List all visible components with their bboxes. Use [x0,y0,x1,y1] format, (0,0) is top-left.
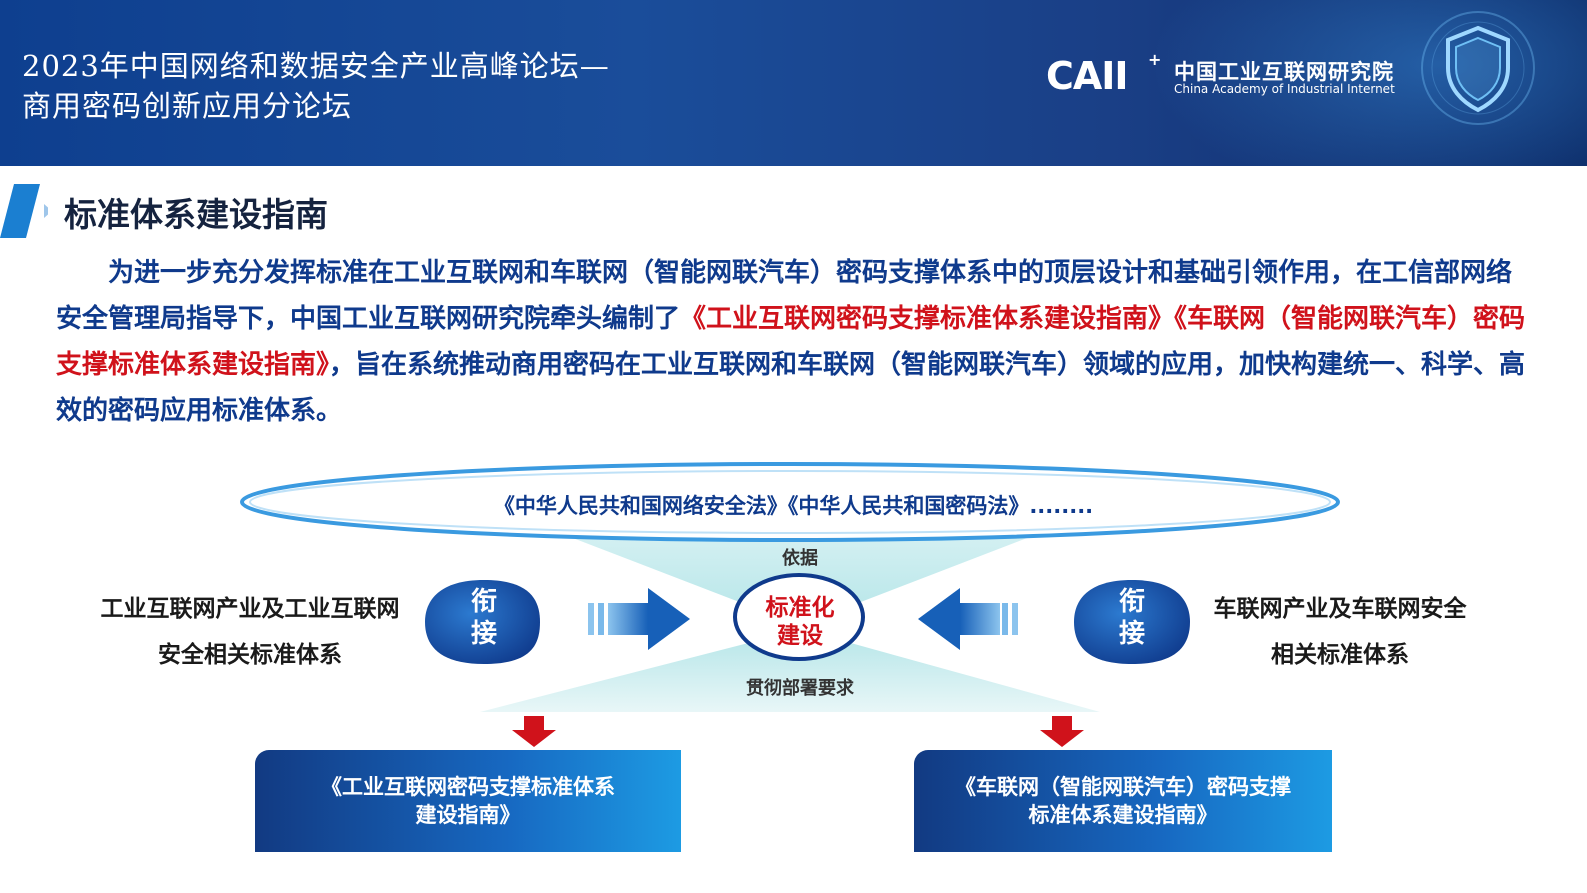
down-arrow-right-icon [1040,716,1084,747]
center-label-line-2: 建设 [777,623,823,649]
connect-char-1: 衔 [1118,587,1145,617]
left-system-line-2: 安全相关标准体系 [158,642,342,668]
right-arrow-icon [588,588,690,650]
logo-name-cn: 中国工业互联网研究院 [1174,60,1394,84]
right-connect-text: 衔 接 [1102,586,1162,650]
intro-text-2: ，旨在系统推动商用密码在工业互联网和车联网（智能网联汽车）领域的应用，加快构建统… [56,350,1526,426]
diagram-graphics [240,462,1340,747]
left-arrow-icon [918,588,1018,650]
left-guide-box: 《工业互联网密码支撑标准体系 建设指南》 [255,750,681,852]
right-guide-line-1: 《车联网（智能网联汽车）密码支撑 [955,775,1291,799]
logo-plus: + [1148,50,1162,69]
section-title: 标准体系建设指南 [64,195,328,234]
down-arrow-left-icon [512,716,556,747]
intro-text-1: 为进一步充分发挥标准在工业互联网和车联网（智能网联汽车）密码支撑体系中的顶层设计… [56,258,1513,334]
right-system-line-2: 相关标准体系 [1271,642,1409,668]
center-label-line-1: 标准化 [765,595,835,621]
center-oval [733,573,865,661]
left-connect-badge [425,580,540,664]
right-system-label: 车联网产业及车联网安全 相关标准体系 [1190,586,1490,678]
title-line-2: 商用密码创新应用分论坛 [22,89,353,123]
law-ellipse [240,462,1340,542]
left-guide-line-1: 《工业互联网密码支撑标准体系 [321,775,615,799]
left-connect-text: 衔 接 [454,586,514,650]
section-marker-icon [0,184,48,238]
connect-char-2: 接 [470,619,497,649]
right-guide-box: 《车联网（智能网联汽车）密码支撑 标准体系建设指南》 [914,750,1332,852]
standards-diagram: 《中华人民共和国网络安全法》《中华人民共和国密码法》........ 依据 标准… [0,450,1587,893]
logo-mark: CAII [1046,54,1129,98]
intro-highlight-2: 《车联网（智能网联汽车）密码支撑标准体系建设指南》 [56,304,1526,380]
right-connect-badge [1074,580,1190,664]
intro-highlight-1: 《工业互联网密码支撑标准体系建设指南》 [680,304,1175,334]
right-guide-line-2: 标准体系建设指南》 [1028,803,1218,827]
logo-name-en: China Academy of Industrial Internet [1174,82,1395,96]
standardization-label: 标准化 建设 [736,582,864,660]
law-references: 《中华人民共和国网络安全法》《中华人民共和国密码法》........ [493,494,1094,518]
header-banner: 2023年中国网络和数据安全产业高峰论坛— 商用密码创新应用分论坛 CAII +… [0,0,1587,166]
right-system-line-1: 车联网产业及车联网安全 [1213,596,1467,622]
intro-paragraph: 为进一步充分发挥标准在工业互联网和车联网（智能网联汽车）密码支撑体系中的顶层设计… [56,250,1536,434]
shield-icon [1421,11,1535,125]
page-title: 2023年中国网络和数据安全产业高峰论坛— 商用密码创新应用分论坛 [22,46,610,126]
implement-label: 贯彻部署要求 [746,678,854,699]
left-system-line-1: 工业互联网产业及工业互联网 [100,596,400,622]
connect-char-1: 衔 [470,587,497,617]
left-system-label: 工业互联网产业及工业互联网 安全相关标准体系 [80,586,420,678]
connect-char-2: 接 [1118,619,1145,649]
title-line-1: 2023年中国网络和数据安全产业高峰论坛— [22,49,610,83]
funnel-bottom [480,640,1100,712]
basis-label: 依据 [782,548,818,569]
left-guide-line-2: 建设指南》 [415,803,521,827]
